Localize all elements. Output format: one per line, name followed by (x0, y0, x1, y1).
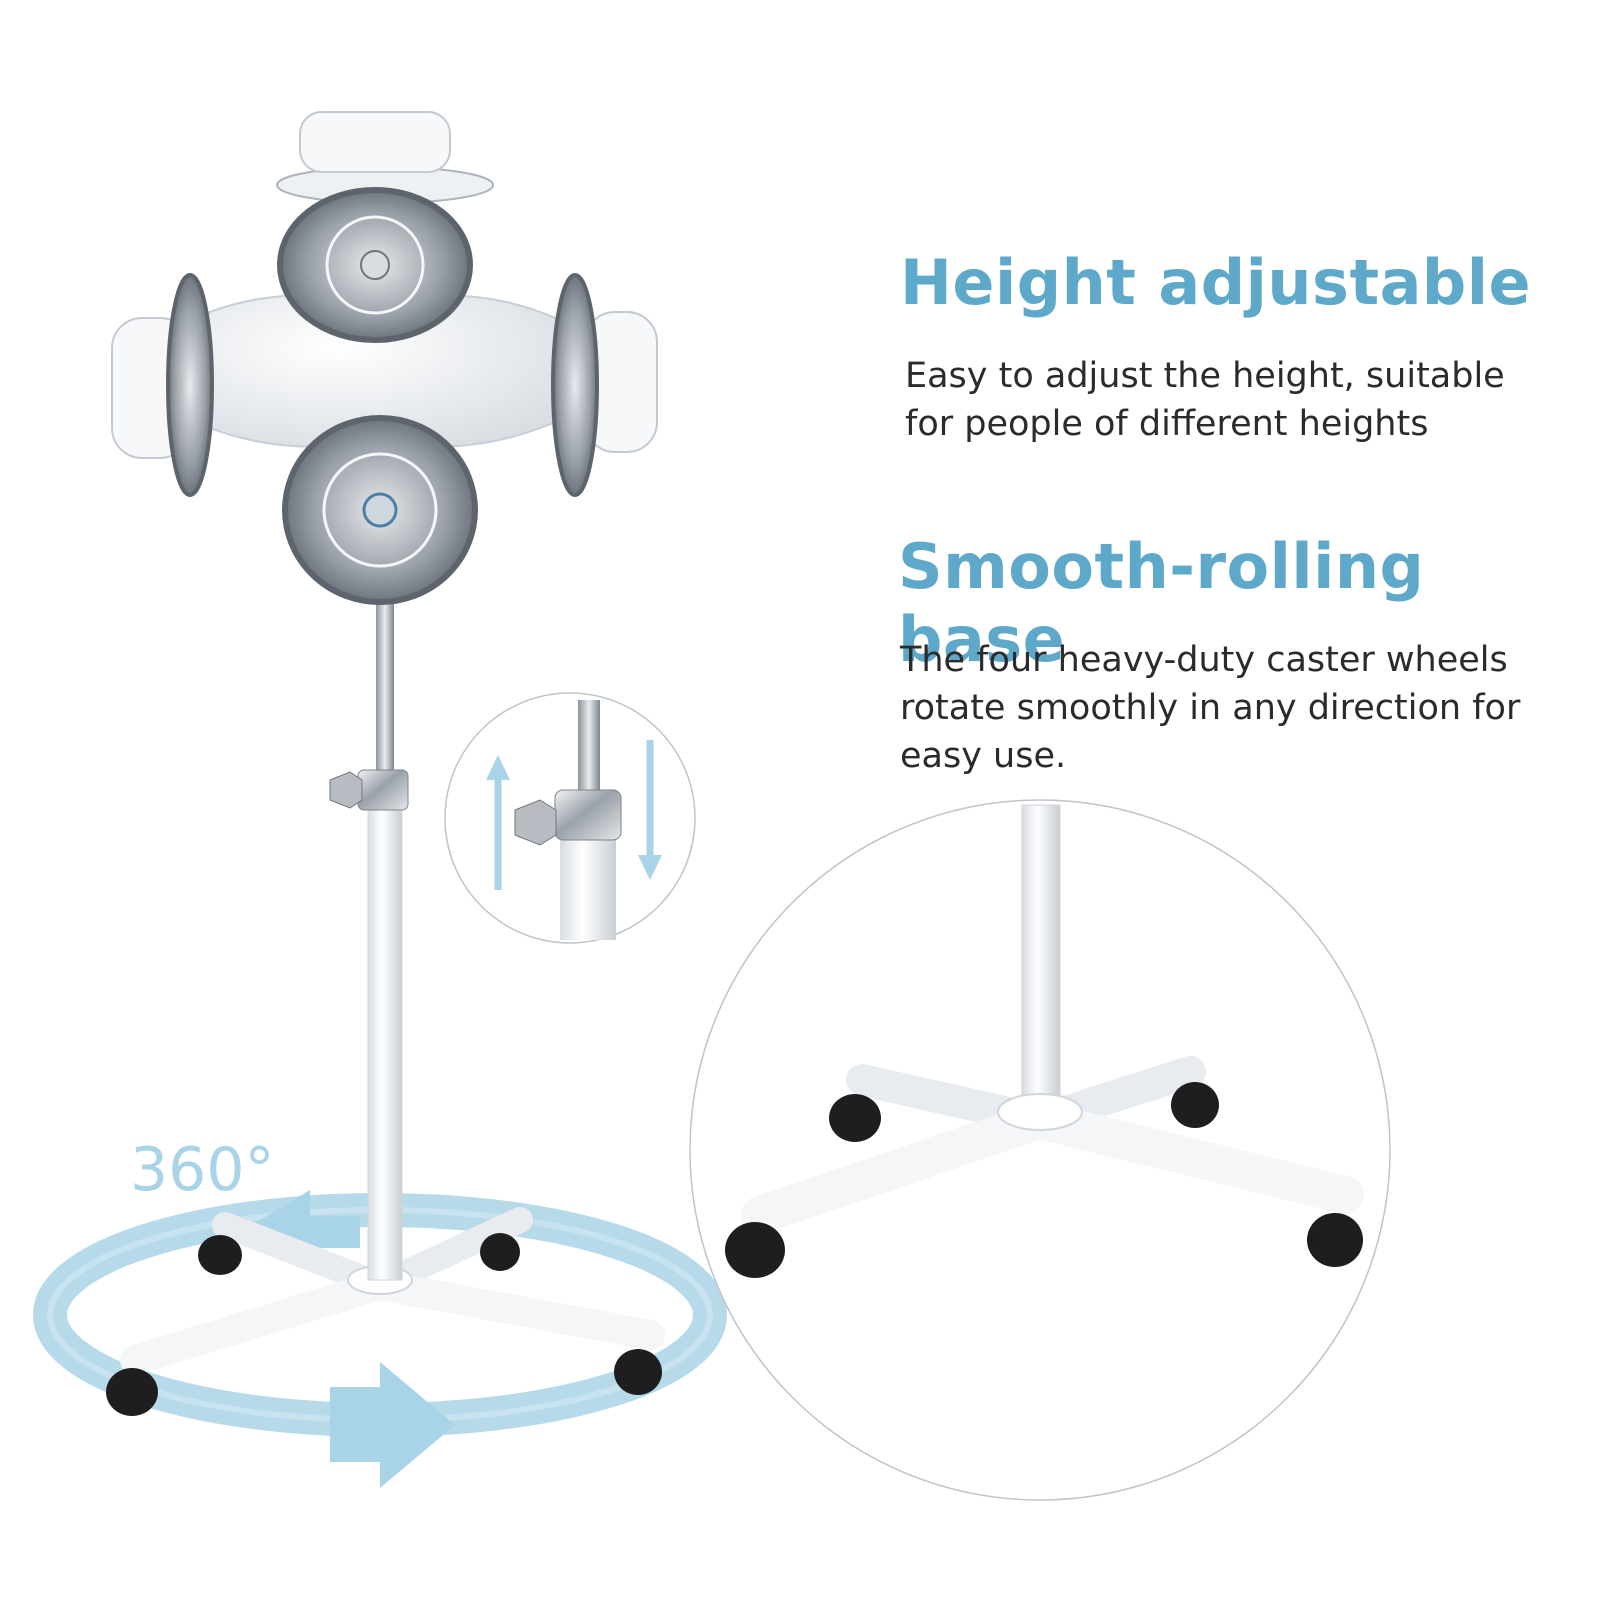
feature-desc-base: The four heavy-duty caster wheels rotate… (900, 636, 1540, 780)
stand-pole (367, 789, 403, 1281)
desc-line: The four heavy-duty caster wheels (900, 640, 1508, 680)
desc-line: easy use. (900, 736, 1067, 776)
rotation-label: 360° (130, 1135, 275, 1205)
height-arrows-icon (486, 740, 662, 890)
desc-line: rotate smoothly in any direction for (900, 688, 1521, 728)
desc-line: Easy to adjust the height, suitable (905, 356, 1505, 396)
height-clamp (329, 769, 409, 811)
feature-title-base: Smooth-rolling base (898, 530, 1425, 676)
caster-wheel-icon (106, 1233, 662, 1416)
fan-grill-icon (166, 187, 599, 605)
desc-line: for people of different heights (905, 404, 1429, 444)
height-zoom-inset (444, 692, 696, 944)
base-zoom-inset (689, 799, 1391, 1501)
stand-base (120, 1207, 665, 1375)
feature-desc-height: Easy to adjust the height, suitable for … (905, 352, 1545, 448)
caster-wheel-icon (725, 1082, 1363, 1278)
rotation-arrow-icon (240, 1190, 455, 1488)
chrome-rod (376, 600, 394, 790)
hood-dryer-stand (106, 111, 665, 1416)
feature-title-height: Height adjustable (900, 246, 1532, 319)
